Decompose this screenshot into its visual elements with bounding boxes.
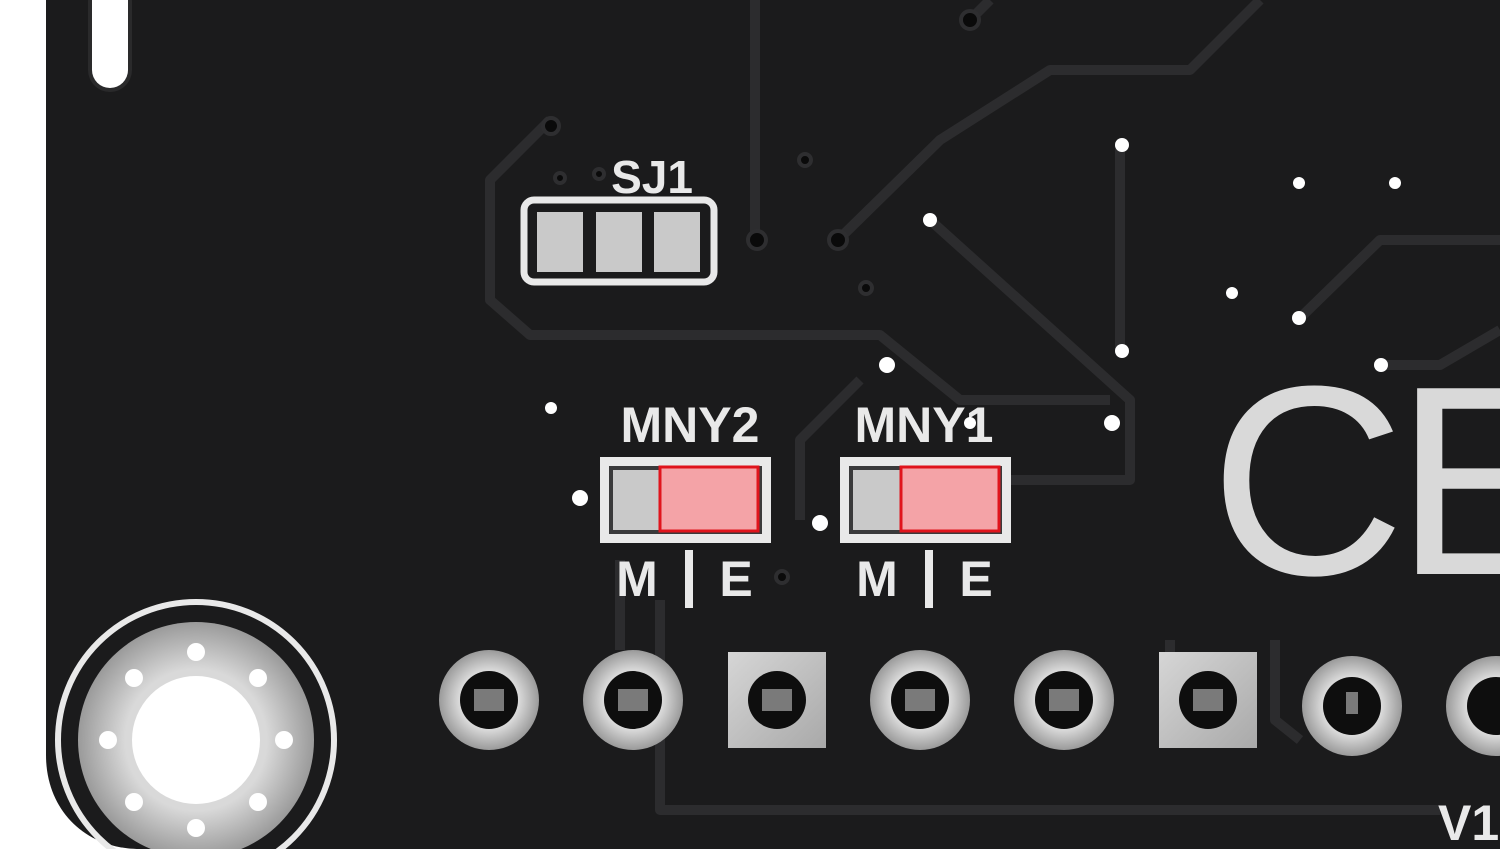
switch-mny2-m-label: M xyxy=(616,551,658,607)
via-icon xyxy=(879,357,895,373)
via-icon xyxy=(1292,311,1306,325)
switch-mny1-e-label: E xyxy=(959,551,992,607)
via-icon xyxy=(812,515,828,531)
switch-mny1[interactable]: MNY1 M E xyxy=(840,397,1011,608)
switch-mny2-pad-m xyxy=(613,470,661,530)
header-pin-icon xyxy=(439,650,539,750)
ce-mark-icon: CE xyxy=(1210,331,1500,632)
via-icon xyxy=(1115,344,1129,358)
pcb-substrate xyxy=(46,0,1500,849)
via-icon xyxy=(572,490,588,506)
via-icon xyxy=(545,402,557,414)
switch-mny1-pad-m xyxy=(853,470,901,530)
switch-mny2-e-label: E xyxy=(719,551,752,607)
via-icon xyxy=(1226,287,1238,299)
via-icon xyxy=(1115,138,1129,152)
header-pin-icon xyxy=(583,650,683,750)
switch-mny2-highlight xyxy=(658,465,760,533)
via-icon xyxy=(923,213,937,227)
jumper-pad-2 xyxy=(596,212,642,272)
mounting-hole-icon xyxy=(55,599,337,849)
jumper-label: SJ1 xyxy=(611,151,693,203)
header-pin-row xyxy=(439,650,1500,756)
header-pin-icon xyxy=(1014,650,1114,750)
via-icon xyxy=(1389,177,1401,189)
switch-mny1-m-label: M xyxy=(856,551,898,607)
ce-mark-text: CE xyxy=(1210,331,1500,632)
header-pin-icon xyxy=(870,650,970,750)
switch-mny1-divider xyxy=(925,550,933,608)
via-icon xyxy=(1104,415,1120,431)
via-icon-group xyxy=(545,138,1401,531)
via-icon xyxy=(1374,358,1388,372)
header-pin-icon xyxy=(1302,656,1402,756)
via-icon xyxy=(964,417,976,429)
solder-jumper-sj1: SJ1 xyxy=(520,151,718,286)
switch-mny1-highlight xyxy=(899,465,1001,533)
header-pin-icon xyxy=(1446,656,1500,756)
switch-mny2-divider xyxy=(685,550,693,608)
jumper-pad-1 xyxy=(537,212,583,272)
version-label: V1. xyxy=(1438,795,1500,849)
copper-traces xyxy=(485,0,1500,815)
jumper-pad-3 xyxy=(654,212,700,272)
header-pin-icon xyxy=(728,652,826,748)
dark-via-group xyxy=(541,9,981,585)
via-icon xyxy=(1293,177,1305,189)
switch-mny2-label: MNY2 xyxy=(621,397,760,453)
header-pin-icon xyxy=(1159,652,1257,748)
switch-mny2[interactable]: MNY2 M E xyxy=(600,397,771,608)
